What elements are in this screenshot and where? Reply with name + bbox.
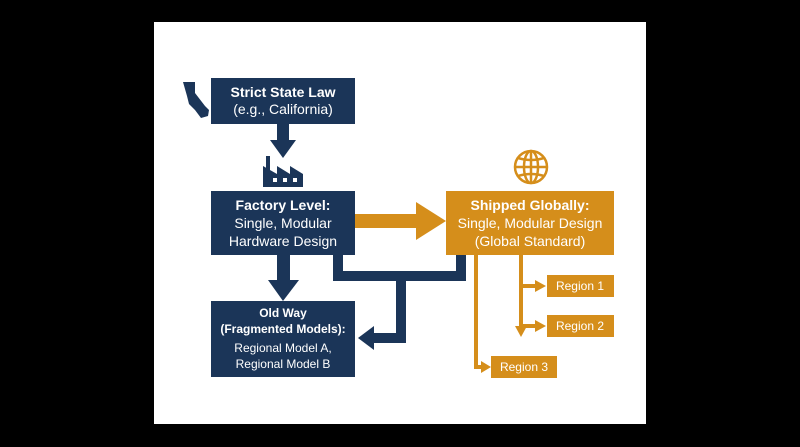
old-way-line1: Regional Model A,	[234, 341, 331, 355]
old-way-title-2: (Fragmented Models):	[220, 322, 345, 336]
factory-icon	[263, 156, 303, 187]
state-law-subtitle: (e.g., California)	[233, 101, 333, 117]
connector-to-old-way	[333, 255, 466, 350]
global-line2: (Global Standard)	[475, 233, 586, 249]
factory-title: Factory Level:	[236, 197, 331, 213]
factory-line1: Single, Modular	[234, 215, 332, 231]
node-factory-level-box	[211, 191, 355, 255]
node-region-2: Region 2	[547, 315, 614, 337]
california-state-icon	[183, 82, 209, 118]
old-way-title: Old Way	[259, 306, 307, 320]
node-strict-state-law-box	[211, 78, 355, 124]
global-line1: Single, Modular Design	[458, 215, 603, 231]
globe-icon	[513, 149, 549, 185]
node-region-2-box	[547, 315, 614, 337]
old-way-line2: Regional Model B	[236, 357, 331, 371]
node-region-3: Region 3	[491, 356, 557, 378]
node-region-3-box	[491, 356, 557, 378]
node-region-1: Region 1	[547, 275, 614, 297]
node-factory-level: Factory Level: Single, Modular Hardware …	[211, 191, 355, 255]
node-shipped-globally-box	[446, 191, 614, 255]
arrow-factory-to-global	[354, 202, 446, 240]
node-strict-state-law: Strict State Law (e.g., California)	[211, 78, 355, 124]
arrow-state-to-factory	[270, 124, 296, 158]
node-region-1-box	[547, 275, 614, 297]
node-old-way-box	[211, 301, 355, 377]
global-title: Shipped Globally:	[470, 197, 589, 213]
region-arrowheads	[481, 280, 546, 373]
node-old-way: Old Way (Fragmented Models): Regional Mo…	[211, 301, 355, 377]
state-law-title: Strict State Law	[230, 84, 335, 100]
region-2-label: Region 2	[556, 319, 604, 333]
factory-line2: Hardware Design	[229, 233, 337, 249]
region-1-label: Region 1	[556, 279, 604, 293]
node-shipped-globally: Shipped Globally: Single, Modular Design…	[446, 191, 614, 255]
arrow-factory-to-old-way	[268, 255, 299, 301]
region-3-label: Region 3	[500, 360, 548, 374]
